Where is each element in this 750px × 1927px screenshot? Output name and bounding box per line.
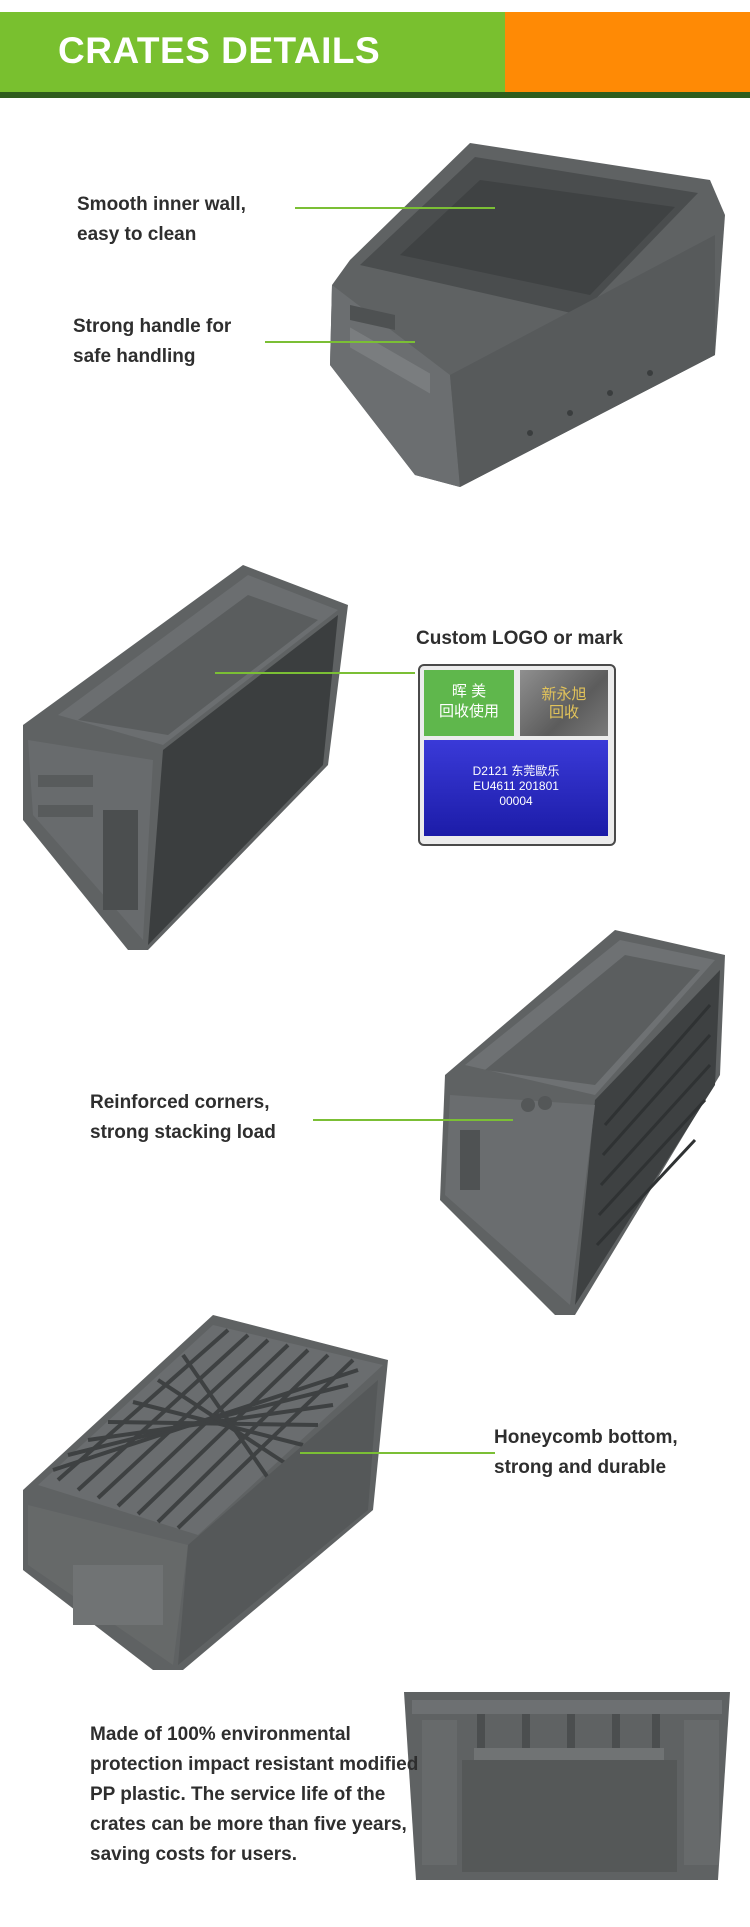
logo-green-line1: 晖 美 <box>451 683 487 700</box>
logo-sample-blue: D2121 东莞歐乐 EU4611 201801 00004 <box>424 740 608 836</box>
header-green-band <box>0 12 505 92</box>
logo-gold-line2: 回收 <box>548 704 579 721</box>
logo-blue-line1: D2121 东莞歐乐 <box>472 764 560 778</box>
logo-sample-green: 晖 美 回收使用 <box>424 670 514 736</box>
caption-handle-line2: safe handling <box>73 346 196 367</box>
crate-image-honeycomb-bottom <box>23 1315 388 1670</box>
header-underline <box>0 92 750 98</box>
crate-image-open-top <box>330 143 725 487</box>
caption-corners: Reinforced corners, strong stacking load <box>90 1088 276 1148</box>
logo-sample-gold: 新永旭 回收 <box>520 670 608 736</box>
header-orange-band <box>505 12 750 92</box>
crate-image-side-view <box>23 565 348 950</box>
caption-corners-line2: strong stacking load <box>90 1122 276 1143</box>
pointer-line-inner-wall <box>295 207 495 209</box>
caption-inner-wall-line1: Smooth inner wall, <box>77 194 246 215</box>
pointer-line-handle <box>265 341 415 343</box>
pointer-line-bottom <box>300 1452 495 1454</box>
logo-blue-line2: EU4611 201801 <box>473 779 559 793</box>
caption-bottom-line2: strong and durable <box>494 1457 667 1478</box>
material-description: Made of 100% environmental protection im… <box>90 1724 419 1865</box>
page-header: CRATES DETAILS <box>0 12 750 98</box>
caption-handle: Strong handle for safe handling <box>73 312 231 372</box>
caption-corners-line1: Reinforced corners, <box>90 1092 270 1113</box>
pointer-line-logo <box>215 672 415 674</box>
caption-bottom-line1: Honeycomb bottom, <box>494 1427 678 1448</box>
crate-image-corner-view <box>440 930 725 1315</box>
logo-blue-line3: 00004 <box>499 794 533 808</box>
crate-image-front-view <box>404 1692 730 1880</box>
logo-gold-line1: 新永旭 <box>541 686 587 703</box>
logo-green-line2: 回收使用 <box>438 703 499 720</box>
caption-inner-wall-line2: easy to clean <box>77 224 197 245</box>
caption-logo: Custom LOGO or mark <box>416 628 623 649</box>
page-title: CRATES DETAILS <box>58 30 381 71</box>
caption-inner-wall: Smooth inner wall, easy to clean <box>77 190 246 250</box>
caption-bottom: Honeycomb bottom, strong and durable <box>494 1423 678 1483</box>
pointer-line-corners <box>313 1119 513 1121</box>
logo-samples-panel: 晖 美 回收使用 新永旭 回收 D2121 东莞歐乐 EU4611 201801… <box>418 664 616 846</box>
caption-handle-line1: Strong handle for <box>73 316 232 337</box>
